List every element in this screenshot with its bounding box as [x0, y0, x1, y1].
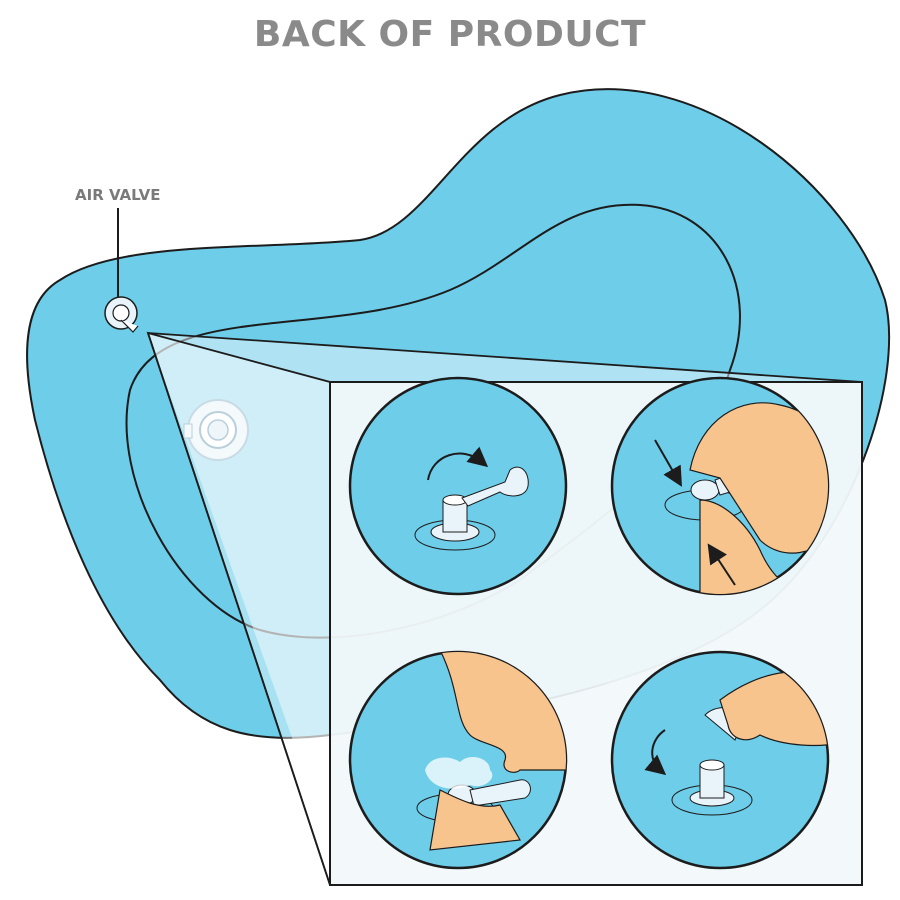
pool-seam [125, 203, 741, 639]
step-close-cap [610, 650, 830, 870]
air-valve-icon [104, 208, 139, 333]
step-open-cap [348, 376, 568, 596]
step-pinch-valve [610, 376, 830, 596]
page-title: BACK OF PRODUCT [253, 14, 647, 55]
air-valve-label: AIR VALVE [75, 186, 161, 204]
large-valve-icon [183, 399, 249, 461]
